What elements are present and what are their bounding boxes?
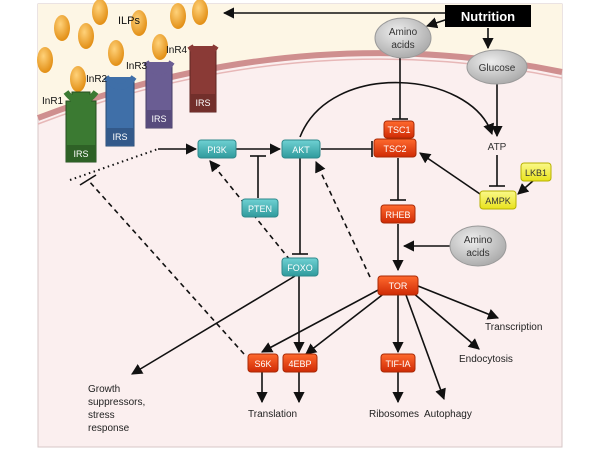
- irs-dotted-connector: [69, 148, 159, 181]
- ilp-ligand: [37, 47, 53, 73]
- edge-tor-akt-feedback: [315, 160, 371, 278]
- irs-box: [190, 94, 216, 111]
- inr4-label: InR4: [166, 45, 188, 56]
- edge-tor-transcription: [417, 285, 500, 320]
- node-lkb1: LKB1: [520, 162, 552, 182]
- svg-text:IRS: IRS: [151, 114, 166, 124]
- receptor-inr1: IRS InR1: [42, 90, 99, 163]
- svg-text:Nutrition: Nutrition: [461, 9, 515, 24]
- edge-tor-autophagy: [405, 294, 446, 401]
- node-foxo: FOXO: [281, 257, 319, 277]
- node-4ebp: 4EBP: [282, 353, 318, 373]
- edge-s6k-irs-feedback: [87, 179, 245, 355]
- output-growth-line3: stress: [88, 410, 115, 421]
- svg-text:acids: acids: [391, 40, 414, 51]
- ilp-ligand: [131, 10, 147, 36]
- receptor-inr4: IRS InR4: [166, 44, 219, 113]
- output-autophagy: Autophagy: [424, 409, 472, 420]
- edge-akt-atp: [299, 81, 494, 138]
- svg-text:4EBP: 4EBP: [288, 359, 311, 369]
- ilp-ligand: [78, 23, 94, 49]
- output-growth-line4: response: [88, 423, 130, 434]
- edge-tor-4ebp: [305, 291, 387, 355]
- svg-text:IRS: IRS: [195, 98, 210, 108]
- svg-text:LKB1: LKB1: [525, 168, 547, 178]
- node-pi3k: PI3K: [197, 139, 237, 159]
- output-growth-line2: suppressors,: [88, 397, 145, 408]
- svg-text:TOR: TOR: [389, 281, 408, 291]
- ilp-ligand: [108, 40, 124, 66]
- ilp-ligand: [152, 34, 168, 60]
- inr2-label: InR2: [86, 74, 108, 85]
- node-tor: TOR: [377, 275, 419, 296]
- inr3-label: InR3: [126, 61, 148, 72]
- svg-text:Amino: Amino: [389, 27, 418, 38]
- output-transcription: Transcription: [485, 322, 542, 333]
- irs-box: [106, 128, 134, 145]
- output-endocytosis: Endocytosis: [459, 354, 513, 365]
- node-ampk: AMPK: [479, 190, 517, 210]
- svg-text:AKT: AKT: [292, 145, 310, 155]
- svg-text:IRS: IRS: [112, 132, 127, 142]
- node-nutrition: Nutrition: [445, 5, 531, 27]
- output-ribosomes: Ribosomes: [369, 409, 419, 420]
- node-pten: PTEN: [241, 198, 279, 218]
- ilp-ligand: [70, 66, 86, 92]
- svg-text:TSC1: TSC1: [387, 125, 410, 135]
- receptor-inr3: IRS InR3: [126, 60, 175, 129]
- svg-text:Amino: Amino: [464, 235, 493, 246]
- output-translation: Translation: [248, 409, 297, 420]
- node-tsc1: TSC1: [383, 120, 415, 139]
- node-s6k: S6K: [247, 353, 279, 373]
- svg-text:TSC2: TSC2: [383, 144, 406, 154]
- irs-box: [146, 110, 172, 127]
- edge-foxo-growth: [131, 275, 296, 375]
- svg-text:S6K: S6K: [254, 359, 271, 369]
- svg-text:Glucose: Glucose: [479, 63, 516, 74]
- extracellular-space: [38, 4, 562, 118]
- node-rheb: RHEB: [380, 204, 416, 224]
- svg-text:IRS: IRS: [73, 149, 88, 159]
- svg-text:AMPK: AMPK: [485, 196, 511, 206]
- edge-tor-endocytosis: [411, 291, 480, 350]
- svg-text:acids: acids: [466, 248, 489, 259]
- node-atp: ATP: [488, 142, 507, 153]
- edge-nutrition-amino: [425, 17, 449, 29]
- node-akt: AKT: [281, 139, 321, 159]
- ilp-ligands: ILPs: [37, 0, 208, 92]
- ilp-ligand: [92, 0, 108, 25]
- edge-lkb1-ampk: [517, 179, 535, 195]
- svg-text:PI3K: PI3K: [207, 145, 227, 155]
- svg-text:TIF-IA: TIF-IA: [386, 359, 411, 369]
- ilp-ligand: [170, 3, 186, 29]
- edge-ampk-tsc2: [419, 152, 481, 195]
- svg-text:RHEB: RHEB: [385, 210, 410, 220]
- node-tsc2: TSC2: [373, 138, 417, 158]
- output-growth-line1: Growth: [88, 384, 120, 395]
- svg-text:FOXO: FOXO: [287, 263, 313, 273]
- node-amino-acids-mid: Amino acids: [449, 225, 507, 267]
- ilp-ligand: [192, 0, 208, 25]
- inr1-label: InR1: [42, 96, 64, 107]
- irs-box: [66, 145, 96, 162]
- output-labels: Transcription Endocytosis Translation Ri…: [88, 322, 542, 434]
- edges: [79, 7, 535, 404]
- node-glucose: Glucose: [466, 49, 528, 85]
- ilps-label: ILPs: [118, 15, 141, 27]
- svg-text:PTEN: PTEN: [248, 204, 272, 214]
- ilp-ligand: [54, 15, 70, 41]
- receptor-inr2: IRS InR2: [86, 74, 137, 147]
- edge-tor-s6k: [261, 287, 383, 353]
- node-tifia: TIF-IA: [380, 353, 416, 373]
- node-amino-acids-top: Amino acids: [374, 17, 432, 59]
